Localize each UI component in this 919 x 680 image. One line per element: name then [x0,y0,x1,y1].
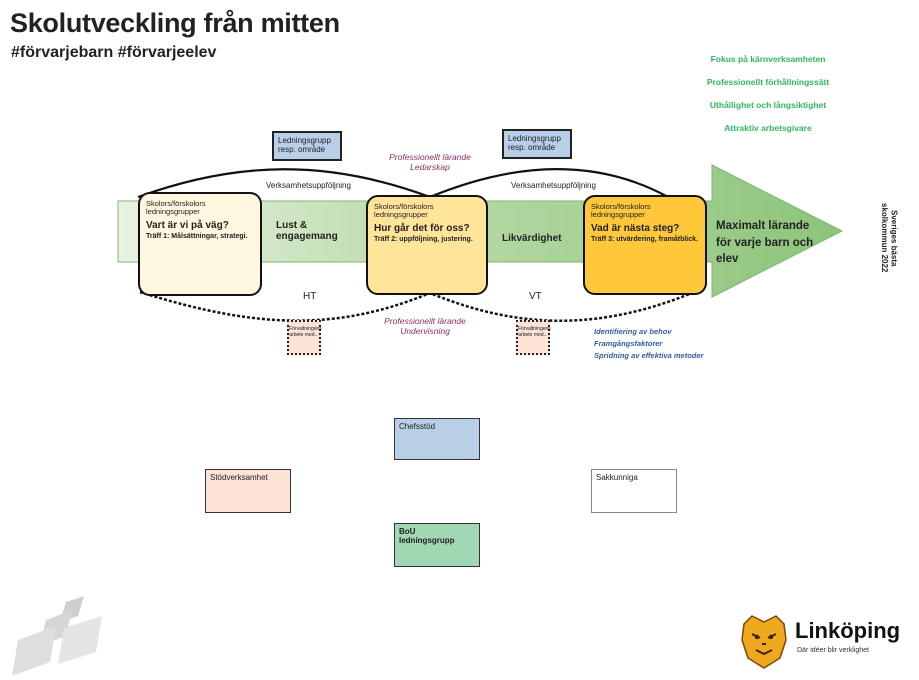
boui-line2: ledningsgrupp [399,536,455,545]
stage-3-question: Vad är nästa steg? [591,222,680,234]
stage-1-question: Vart är vi på väg? [146,219,229,231]
stage-1-heading: Skolors/förskolors ledningsgrupper [146,199,206,217]
logo-name: Linköping [795,618,901,643]
stage-2-meeting: Träff 2: uppföljning, justering. [374,236,473,243]
stage-box-2: Skolors/förskolors ledningsgrupper Hur g… [366,195,488,295]
management-group-box-left: Ledningsgrupp resp. område [272,131,342,161]
focus-item-3: Uthållighet och långsiktighet [709,100,827,110]
small-note-box-left: Förvaltningens arbete med... [287,320,322,355]
identification-item-3: Spridning av effektiva metoder [594,351,704,360]
focus-item-1: Fokus på kärnverksamheten [710,54,826,64]
identification-item-1: Identifiering av behov [594,327,672,336]
prof-learning-leadership: Professionellt lärande Ledarskap [370,152,490,172]
focus-item-2: Professionellt förhållningssätt [706,77,830,87]
org-box-stodverksamhet: Stödverksamhet [205,469,291,513]
stage-2-heading: Skolors/förskolors ledningsgrupper [374,202,434,220]
page-title: Skolutveckling från mitten [10,8,340,38]
followup-label-right: Verksamhetsuppföljning [511,181,596,190]
stage-box-3: Skolors/förskolors ledningsgrupper Vad ä… [583,195,707,295]
label-likvardighet: Likvärdighet [502,233,562,244]
label-lust-engagemang: Lust & engagemang [276,220,338,242]
management-group-box-right: Ledningsgrupp resp. område [502,129,572,159]
identification-item-2: Framgångsfaktorer [594,339,663,348]
stage-1-meeting: Träff 1: Målsättningar, strategi. [146,233,248,240]
page-subtitle: #förvarjebarn #förvarjeelev [11,44,217,61]
vertical-slogan: Sveriges bästa skolkommun 2022 [880,203,899,273]
prof-learning-teaching-line1: Professionellt lärande [384,316,466,326]
stage-2-question: Hur går det för oss? [374,222,470,234]
prof-learning-teaching: Professionellt lärande Undervisning [360,316,490,336]
stage-3-meeting: Träff 3: utvärdering, framåtblick. [591,236,698,243]
term-ht: HT [303,291,317,302]
stage-box-1: Skolors/förskolors ledningsgrupper Vart … [138,192,262,296]
org-box-sakkunniga: Sakkunniga [591,469,677,513]
term-vt: VT [529,291,542,302]
org-box-boui: BoU ledningsgrupp [394,523,480,567]
boui-line1: BoU [399,527,416,536]
identification-list: Identifiering av behov Framgångsfaktorer… [594,326,703,362]
org-box-chefsstod: Chefsstöd [394,418,480,460]
stage-3-heading: Skolors/förskolors ledningsgrupper [591,202,651,220]
followup-label-left: Verksamhetsuppföljning [266,181,351,190]
prof-learning-leadership-line2: Ledarskap [410,162,450,172]
decorative-stripes-icon [12,596,102,676]
goal-label: Maximalt lärande för varje barn och elev [716,220,814,266]
logo-tagline: Där idéer blir verklighet [797,647,869,654]
prof-learning-teaching-line2: Undervisning [400,326,450,336]
linkoping-lion-logo-icon [741,615,787,669]
prof-learning-leadership-line1: Professionellt lärande [389,152,471,162]
focus-item-4: Attraktiv arbetsgivare [724,123,812,133]
small-note-box-right: Förvaltningens arbete med... [516,320,551,355]
